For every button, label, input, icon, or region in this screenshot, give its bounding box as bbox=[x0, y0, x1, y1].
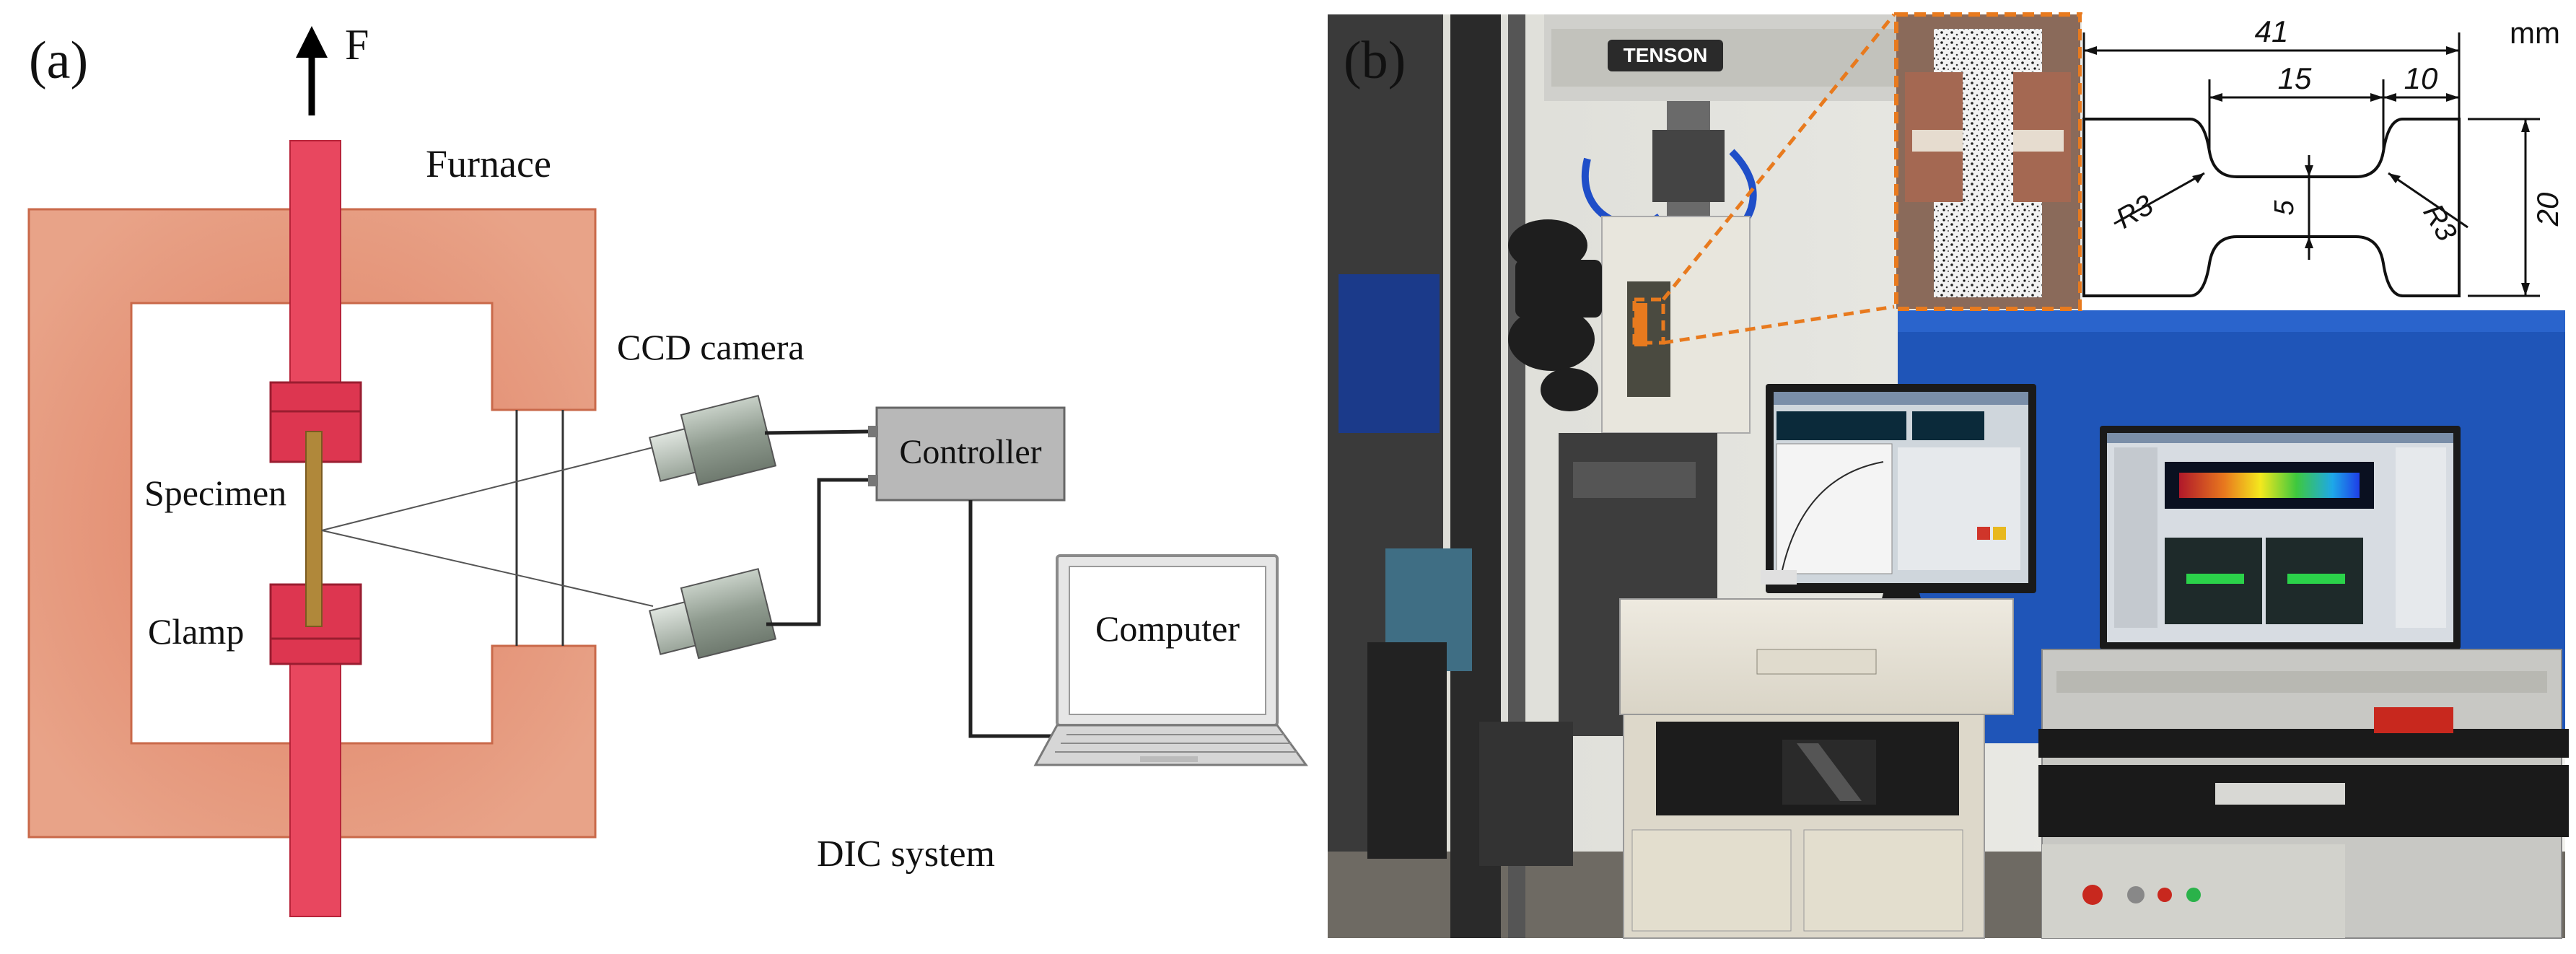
gauge-width-label: 5 bbox=[2269, 200, 2300, 216]
width-label: 20 bbox=[2531, 192, 2564, 227]
computer-label: Computer bbox=[1095, 608, 1240, 649]
panel-b: TENSON bbox=[1328, 12, 2569, 939]
force-arrow bbox=[296, 26, 328, 115]
specimen-inset bbox=[1894, 12, 2082, 311]
zoom-lines bbox=[1632, 13, 1896, 345]
overall-length-label: 41 bbox=[2255, 14, 2289, 48]
furnace bbox=[27, 208, 597, 839]
gauge-length-label: 15 bbox=[2278, 61, 2312, 95]
furnace-label: Furnace bbox=[426, 142, 551, 185]
dic-system-label: DIC system bbox=[817, 833, 995, 875]
controller-box bbox=[875, 406, 1066, 502]
computer-laptop bbox=[1033, 554, 1308, 766]
grip-length-label: 10 bbox=[2404, 61, 2438, 95]
force-label: F bbox=[345, 21, 369, 69]
controller-port-lower bbox=[868, 475, 878, 486]
panel-b-label: (b) bbox=[1344, 31, 1406, 90]
lab-photo: TENSON bbox=[1328, 14, 2569, 939]
specimen-drawing: mm bbox=[2082, 14, 2565, 310]
specimen-label: Specimen bbox=[144, 473, 286, 513]
panel-a: (a) F Furnace bbox=[27, 21, 1308, 917]
furnace-window bbox=[515, 410, 564, 646]
panel-a-label: (a) bbox=[29, 31, 88, 90]
ccd-camera-lower bbox=[649, 568, 777, 660]
drawing-unit-label: mm bbox=[2510, 16, 2560, 50]
controller-port-upper bbox=[868, 426, 878, 437]
camera-cables bbox=[764, 429, 1075, 738]
ccd-camera-upper bbox=[649, 395, 777, 486]
machine-brand-label: TENSON bbox=[1624, 44, 1708, 66]
clamp-label: Clamp bbox=[148, 611, 244, 652]
specimen bbox=[305, 431, 323, 627]
ccd-camera-label: CCD camera bbox=[617, 327, 805, 367]
controller-label: Controller bbox=[899, 433, 1041, 471]
camera-view-lines bbox=[321, 447, 654, 607]
